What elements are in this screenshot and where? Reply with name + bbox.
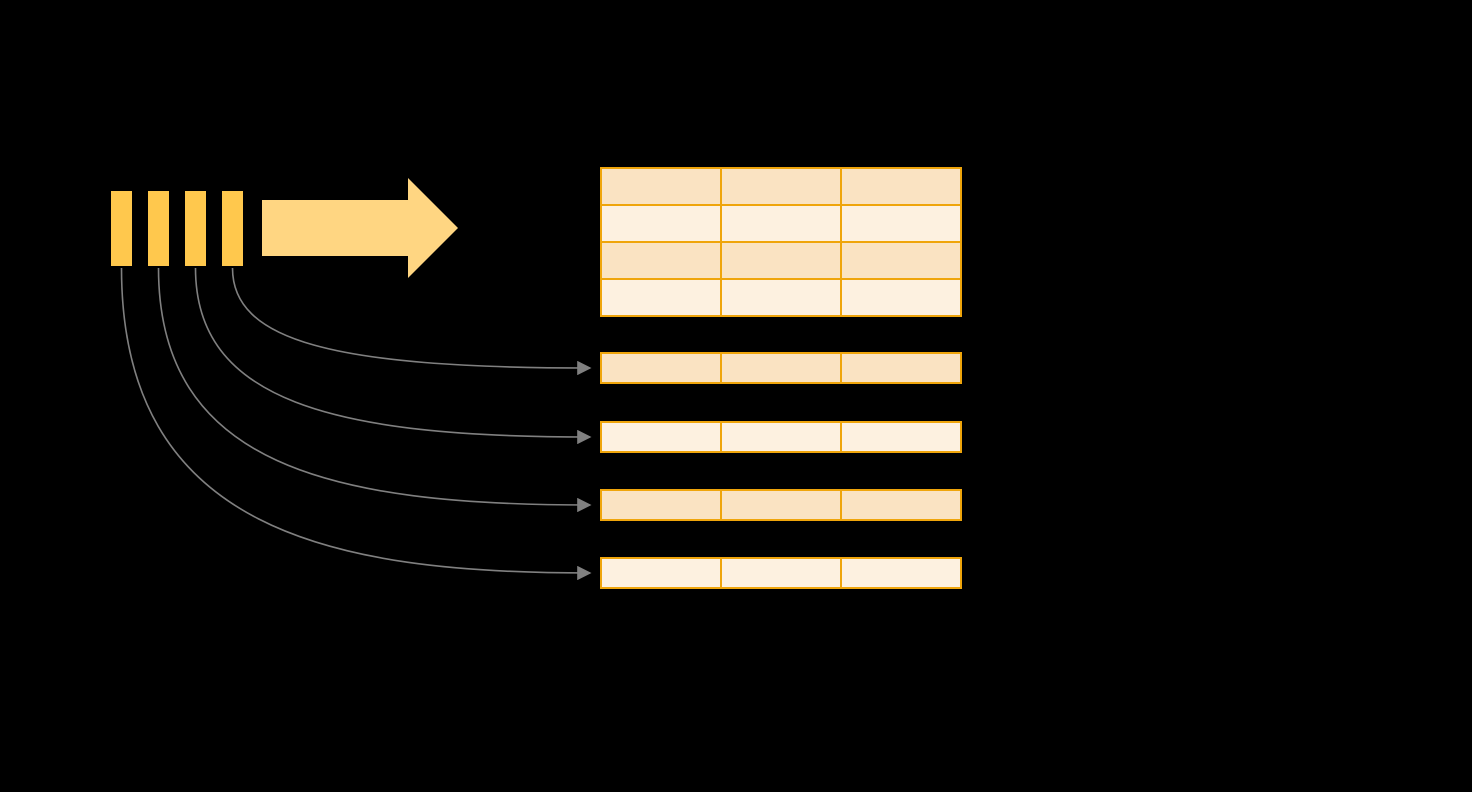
- row-table-cell: [722, 491, 840, 519]
- batch-table-cell: [722, 280, 840, 315]
- connector-group: [120, 267, 592, 581]
- row-table-cell: [602, 559, 720, 587]
- batch-table-cell: [842, 169, 960, 204]
- connector-arrow: [120, 267, 592, 581]
- batch-table-cell: [602, 243, 720, 278]
- row-table-cell: [602, 423, 720, 451]
- connector-arrow: [194, 267, 592, 445]
- row-table-cell: [842, 559, 960, 587]
- batch-table-cell: [722, 243, 840, 278]
- row-table-cell: [602, 354, 720, 382]
- connector-arrow: [157, 267, 592, 513]
- stream-bar: [148, 191, 169, 266]
- row-table: [600, 557, 962, 589]
- batch-table-cell: [722, 206, 840, 241]
- batch-table-cell: [602, 206, 720, 241]
- batch-table-cell: [602, 169, 720, 204]
- stream-bar: [111, 191, 132, 266]
- row-table-cell: [722, 423, 840, 451]
- stream-bar: [222, 191, 243, 266]
- row-table-cell: [722, 559, 840, 587]
- flow-right-arrow-icon: [262, 178, 458, 278]
- row-table: [600, 352, 962, 384]
- row-table-cell: [842, 423, 960, 451]
- batch-table-cell: [842, 243, 960, 278]
- row-table: [600, 421, 962, 453]
- row-table-cell: [722, 354, 840, 382]
- batch-table-cell: [842, 280, 960, 315]
- stream-bar-group: [111, 191, 243, 266]
- batch-table-cell: [602, 280, 720, 315]
- batch-table: [600, 167, 962, 317]
- row-table-cell: [602, 491, 720, 519]
- batch-table-cell: [842, 206, 960, 241]
- stream-bar: [185, 191, 206, 266]
- batch-table-cell: [722, 169, 840, 204]
- row-table-cell: [842, 491, 960, 519]
- row-table: [600, 489, 962, 521]
- connector-arrow: [231, 267, 592, 376]
- row-table-cell: [842, 354, 960, 382]
